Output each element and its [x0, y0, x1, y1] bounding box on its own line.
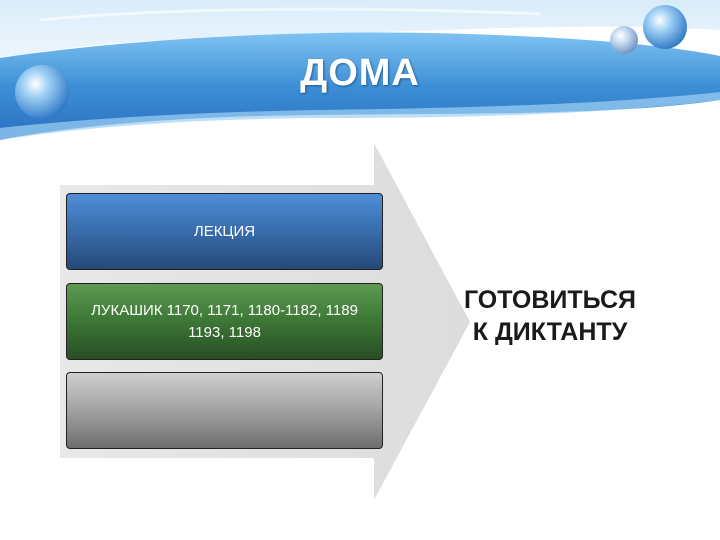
step-exercises-label: ЛУКАШИК 1170, 1171, 1180-1182, 1189 1193… — [91, 300, 358, 344]
step-lecture: ЛЕКЦИЯ — [66, 193, 383, 270]
decor-sphere-right-large — [643, 5, 687, 49]
decor-sphere-right-small — [610, 26, 638, 54]
header-banner — [0, 0, 720, 150]
step-exercises-line-1: ЛУКАШИК 1170, 1171, 1180-1182, 1189 — [91, 301, 358, 319]
step-lecture-line: ЛЕКЦИЯ — [193, 222, 256, 240]
task-line-2: К ДИКТАНТУ — [472, 318, 628, 346]
step-empty — [66, 372, 383, 449]
decor-sphere-left — [15, 65, 69, 119]
task-line-1: ГОТОВИТЬСЯ — [463, 286, 637, 314]
step-exercises: ЛУКАШИК 1170, 1171, 1180-1182, 1189 1193… — [66, 283, 383, 360]
task-text: ГОТОВИТЬСЯ К ДИКТАНТУ — [440, 284, 660, 348]
step-lecture-label: ЛЕКЦИЯ — [194, 221, 255, 243]
step-exercises-line-2: 1193, 1198 — [188, 323, 261, 341]
slide-title: ДОМА — [300, 52, 420, 94]
